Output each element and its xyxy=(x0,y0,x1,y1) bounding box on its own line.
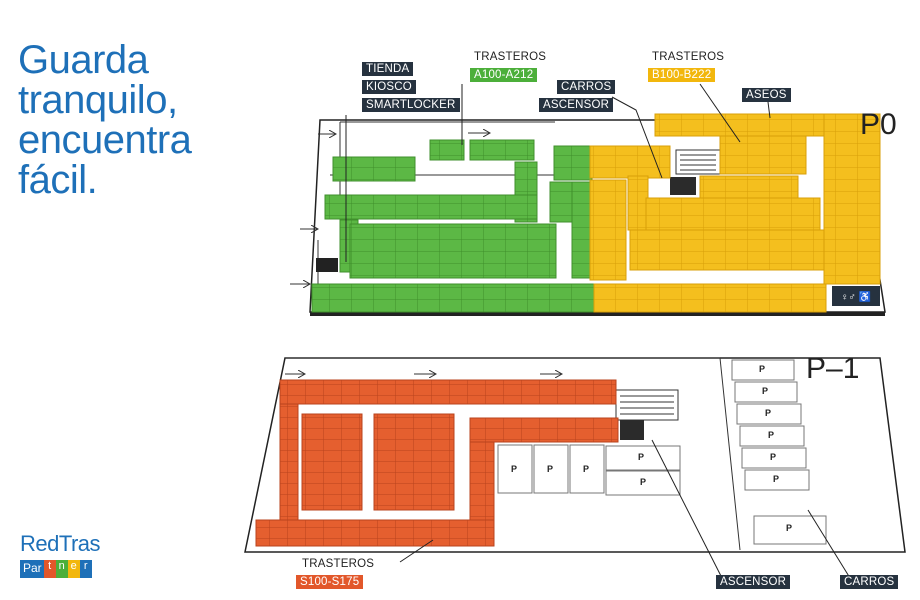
parking-marker: P xyxy=(583,464,590,474)
label-ascensor-p0: ASCENSOR xyxy=(539,98,614,112)
logo-wordmark: RedTras xyxy=(20,531,101,556)
floor-label-p0: P0 xyxy=(860,108,897,141)
parking-marker: P xyxy=(765,408,772,418)
parking-marker: P xyxy=(768,430,775,440)
headline-line-2: tranquilo, xyxy=(18,78,178,122)
parking-marker: P xyxy=(547,464,554,474)
label-trasteros-s: TRASTEROS xyxy=(302,558,375,570)
logo-letter: t xyxy=(43,560,56,578)
parking-marker: P xyxy=(762,386,769,396)
headline-line-4: fácil. xyxy=(18,158,98,202)
parking-marker: P xyxy=(786,523,793,533)
label-range-a: A100-A212 xyxy=(470,68,538,82)
label-ascensor-p1: ASCENSOR xyxy=(716,575,791,589)
logo-letter: n xyxy=(55,560,68,578)
label-trasteros-a: TRASTEROS xyxy=(474,51,547,63)
parking-marker: P xyxy=(770,452,777,462)
floor-label-p1: P–1 xyxy=(806,352,860,385)
headline-line-1: Guarda xyxy=(18,38,149,82)
label-kiosco: KIOSCO xyxy=(362,80,416,94)
red-storage-blocks xyxy=(255,379,619,547)
logo-partner-strip: Par t n e r xyxy=(20,560,92,578)
logo-letter: e xyxy=(67,560,80,578)
label-aseos: ASEOS xyxy=(742,88,791,102)
label-carros-p0: CARROS xyxy=(557,80,616,94)
label-range-s: S100-S175 xyxy=(296,575,364,589)
toilet-icons: ♀♂ ♿ xyxy=(841,290,871,303)
p0-leader-lines xyxy=(345,83,771,262)
yellow-storage-blocks xyxy=(589,113,881,313)
headline: Guarda tranquilo, encuentra fácil. xyxy=(18,38,192,202)
label-tienda: TIENDA xyxy=(362,62,414,76)
label-smartlocker: SMARTLOCKER xyxy=(362,98,460,112)
parking-marker: P xyxy=(638,452,645,462)
parking-marker: P xyxy=(640,477,647,487)
logo-letter: r xyxy=(79,560,92,578)
p0-direction-arrows xyxy=(290,133,490,284)
headline-line-3: encuentra xyxy=(18,118,192,162)
p1-leader-lines xyxy=(399,439,851,579)
parking-marker: P xyxy=(759,364,766,374)
logo-part: Par xyxy=(20,560,44,578)
parking-marker: P xyxy=(511,464,518,474)
label-range-b: B100-B222 xyxy=(648,68,716,82)
parking-marker: P xyxy=(773,474,780,484)
label-trasteros-b: TRASTEROS xyxy=(652,51,725,63)
green-storage-blocks xyxy=(311,139,595,313)
label-carros-p1: CARROS xyxy=(840,575,899,589)
